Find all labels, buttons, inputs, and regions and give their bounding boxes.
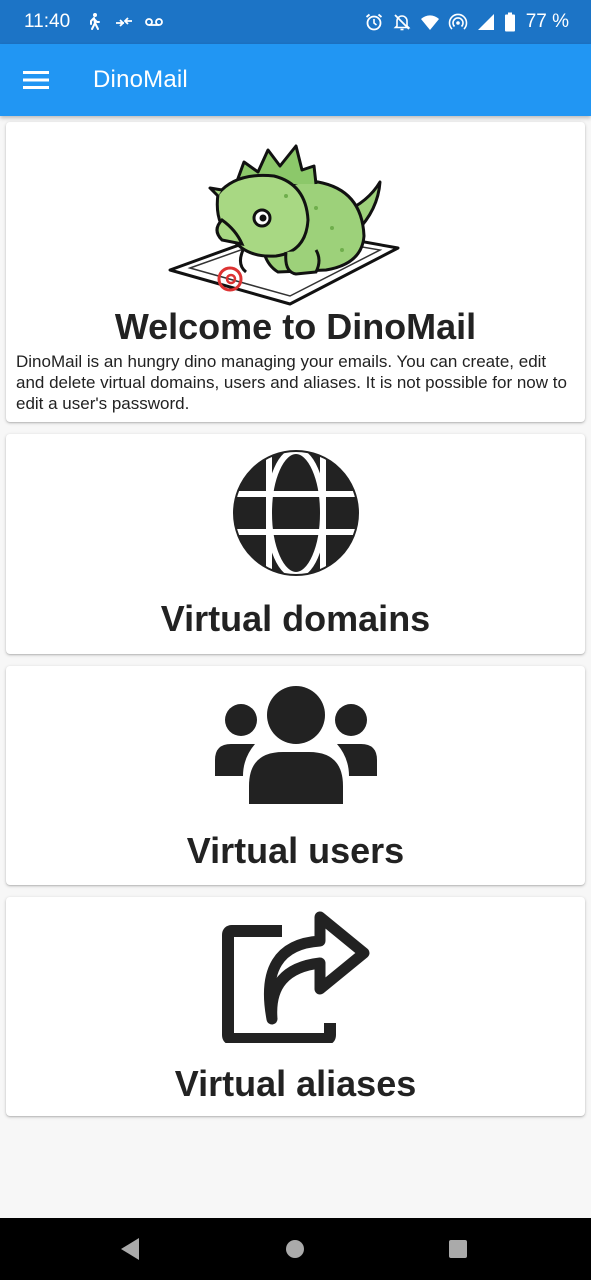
- back-triangle-icon[interactable]: [117, 1235, 145, 1263]
- alarm-icon: [364, 12, 384, 32]
- wifi-icon: [420, 12, 440, 32]
- globe-icon: [232, 450, 359, 576]
- notifications-off-icon: [392, 12, 412, 32]
- home-circle-icon[interactable]: [281, 1235, 309, 1263]
- virtual-domains-card[interactable]: Virtual domains: [6, 434, 585, 654]
- app-title: DinoMail: [93, 66, 188, 93]
- walking-icon: [84, 12, 104, 32]
- menu-button[interactable]: [0, 44, 72, 116]
- aliases-icon-wrapper: [6, 911, 585, 1043]
- welcome-description: DinoMail is an hungry dino managing your…: [16, 352, 567, 413]
- data-transfer-icon: [114, 12, 134, 32]
- recents-square-icon[interactable]: [444, 1235, 472, 1263]
- users-group-icon: [214, 686, 377, 804]
- signal-icon: [476, 12, 496, 32]
- dino-mascot-icon: [168, 144, 400, 306]
- battery-icon: [504, 12, 516, 32]
- users-icon-wrapper: [6, 686, 585, 804]
- globe-icon-wrapper: [6, 450, 585, 576]
- virtual-aliases-card[interactable]: Virtual aliases: [6, 897, 585, 1116]
- status-right-icons: 77 %: [364, 11, 569, 33]
- hotspot-icon: [448, 12, 468, 32]
- virtual-domains-label: Virtual domains: [160, 598, 431, 639]
- hamburger-menu-icon: [23, 71, 49, 89]
- status-left-icons: [84, 12, 164, 32]
- status-time: 11:40: [24, 11, 71, 32]
- voicemail-icon: [144, 12, 164, 32]
- system-nav-bar: [0, 1218, 591, 1280]
- share-arrow-icon: [221, 911, 369, 1043]
- status-bar: 11:40: [0, 0, 591, 44]
- virtual-users-card[interactable]: Virtual users: [6, 666, 585, 885]
- virtual-aliases-label: Virtual aliases: [174, 1063, 417, 1104]
- virtual-users-label: Virtual users: [186, 830, 405, 871]
- battery-percentage: 77 %: [525, 11, 569, 32]
- app-bar: DinoMail: [0, 44, 591, 116]
- welcome-card: Welcome to DinoMail DinoMail is an hungr…: [6, 122, 585, 422]
- welcome-title: Welcome to DinoMail: [114, 306, 477, 347]
